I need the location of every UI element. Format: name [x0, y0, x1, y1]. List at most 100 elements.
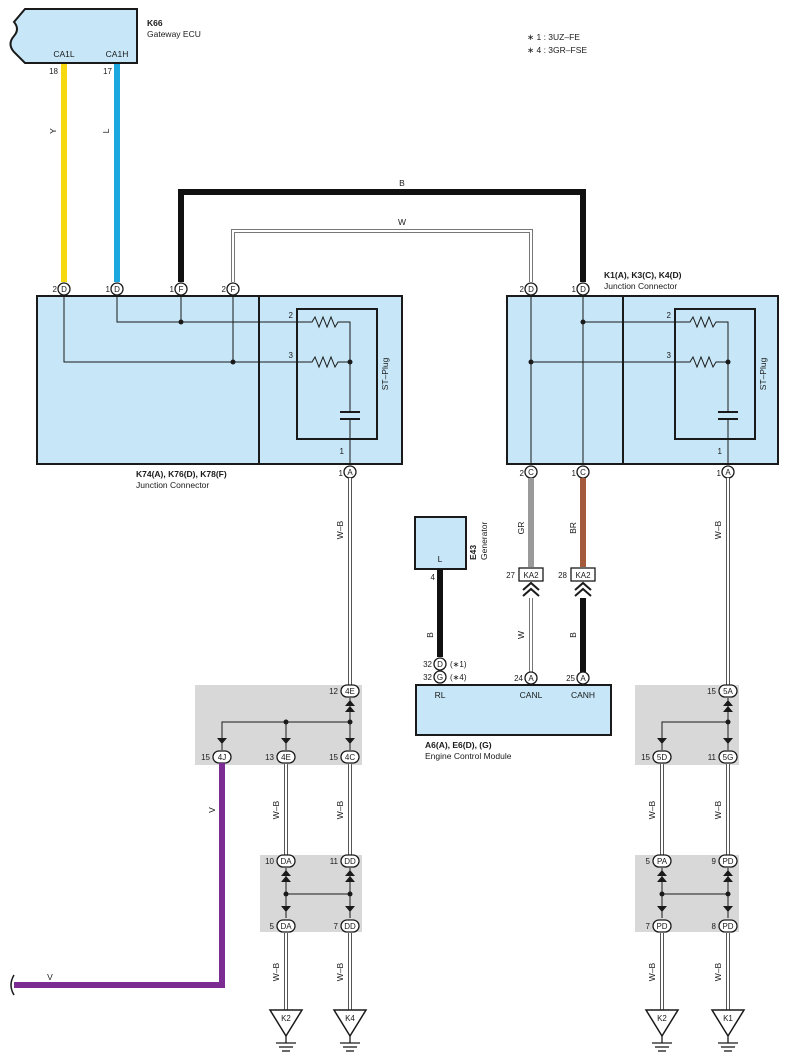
svg-text:KA2: KA2 [523, 571, 539, 580]
svg-text:CANL: CANL [520, 690, 543, 700]
right-st-plug-label: ST–Plug [758, 357, 768, 390]
svg-text:32: 32 [423, 660, 432, 669]
svg-text:1: 1 [339, 469, 344, 478]
svg-text:F: F [179, 285, 184, 294]
svg-text:RL: RL [435, 690, 446, 700]
generator-box [414, 516, 467, 570]
svg-text:C: C [580, 468, 586, 477]
svg-text:KA2: KA2 [575, 571, 591, 580]
svg-text:8: 8 [712, 922, 717, 931]
svg-text:K4: K4 [345, 1014, 355, 1023]
left-r-top-pin: 2 [289, 311, 294, 320]
svg-text:W–B: W–B [271, 962, 281, 981]
svg-text:D: D [114, 285, 120, 294]
note-3uz: ∗ 1 : 3UZ–FE [527, 32, 580, 42]
svg-text:GR: GR [516, 522, 526, 535]
svg-text:25: 25 [566, 674, 575, 683]
right-jc-id: K1(A), K3(C), K4(D) [604, 270, 682, 280]
svg-text:(∗1): (∗1) [450, 660, 467, 669]
svg-text:28: 28 [558, 571, 567, 580]
right-splice-2-pins: 5 PA 9 PD 7 PD 8 PD [646, 854, 738, 933]
svg-text:4E: 4E [281, 753, 291, 762]
gateway-pin-ca1l: CA1L [53, 49, 75, 59]
svg-text:PA: PA [657, 857, 668, 866]
svg-text:W–B: W–B [271, 800, 281, 819]
svg-text:B: B [568, 632, 578, 638]
wire-label-w-top: W [398, 217, 406, 227]
svg-text:5D: 5D [657, 753, 667, 762]
svg-text:15: 15 [201, 753, 210, 762]
svg-text:3: 3 [667, 351, 672, 360]
svg-text:W–B: W–B [713, 962, 723, 981]
ecm-name: Engine Control Module [425, 751, 512, 761]
svg-text:D: D [437, 660, 443, 669]
svg-text:W–B: W–B [713, 520, 723, 539]
gateway-pin-num-17: 17 [103, 67, 112, 76]
svg-text:32: 32 [423, 673, 432, 682]
svg-text:11: 11 [708, 753, 717, 762]
svg-text:D: D [61, 285, 67, 294]
svg-text:13: 13 [265, 753, 274, 762]
svg-text:A: A [347, 468, 353, 477]
svg-text:W–B: W–B [335, 520, 345, 539]
left-r-bottom-pin: 3 [289, 351, 294, 360]
svg-text:W–B: W–B [335, 800, 345, 819]
svg-text:(∗4): (∗4) [450, 673, 467, 682]
svg-text:4: 4 [431, 573, 436, 582]
right-splice-pins: 15 5A 15 5D 11 5G [641, 684, 738, 764]
svg-text:PD: PD [722, 857, 733, 866]
svg-text:2: 2 [53, 285, 58, 294]
left-splice-pins: 12 4E 15 4J 13 4E 15 4C [201, 684, 360, 764]
left-cap-pin: 1 [340, 447, 345, 456]
right-top-pins: 2 D 1 D [520, 282, 590, 296]
svg-text:A: A [528, 674, 534, 683]
svg-text:9: 9 [712, 857, 717, 866]
svg-text:G: G [437, 673, 443, 682]
svg-text:D: D [580, 285, 586, 294]
svg-text:W–B: W–B [713, 800, 723, 819]
svg-text:5: 5 [646, 857, 651, 866]
svg-text:D: D [528, 285, 534, 294]
svg-text:V: V [47, 972, 53, 982]
ka2-connectors: 27 KA2 28 KA2 [506, 567, 596, 597]
right-jc-name: Junction Connector [604, 281, 677, 291]
left-top-pins: 2 D 1 D 1 F 2 F [53, 282, 240, 296]
svg-text:V: V [207, 807, 217, 813]
note-3gr: ∗ 4 : 3GR–FSE [527, 45, 587, 55]
svg-text:1: 1 [170, 285, 175, 294]
left-splice-2-pins: 10 DA 11 DD 5 DA 7 DD [265, 854, 360, 933]
left-st-plug [296, 308, 378, 440]
svg-text:BR: BR [568, 522, 578, 534]
svg-text:L: L [438, 554, 443, 564]
svg-text:W–B: W–B [647, 800, 657, 819]
svg-text:PD: PD [656, 922, 667, 931]
svg-text:DD: DD [344, 922, 356, 931]
wire-purple [14, 763, 225, 988]
svg-text:4C: 4C [345, 753, 355, 762]
svg-text:2: 2 [667, 311, 672, 320]
svg-text:B: B [425, 632, 435, 638]
wire-label-y: Y [48, 128, 58, 134]
wire-white-bridge [231, 229, 533, 282]
svg-text:2: 2 [520, 469, 525, 478]
svg-text:DA: DA [280, 857, 292, 866]
generator-id: E43 [468, 545, 478, 560]
wire-label-l: L [101, 128, 111, 133]
svg-text:F: F [231, 285, 236, 294]
gateway-pin-ca1h: CA1H [106, 49, 129, 59]
svg-text:5: 5 [270, 922, 275, 931]
svg-text:2: 2 [222, 285, 227, 294]
gateway-ecu-id: K66 [147, 18, 163, 28]
svg-text:11: 11 [330, 857, 339, 866]
svg-text:1: 1 [106, 285, 111, 294]
svg-text:15: 15 [641, 753, 650, 762]
svg-text:1: 1 [572, 285, 577, 294]
svg-text:24: 24 [514, 674, 523, 683]
left-jc-id: K74(A), K76(D), K78(F) [136, 469, 227, 479]
svg-text:CANH: CANH [571, 690, 595, 700]
svg-text:W–B: W–B [335, 962, 345, 981]
left-jc-name: Junction Connector [136, 480, 209, 490]
svg-text:K1: K1 [723, 1014, 733, 1023]
svg-text:W: W [516, 631, 526, 639]
